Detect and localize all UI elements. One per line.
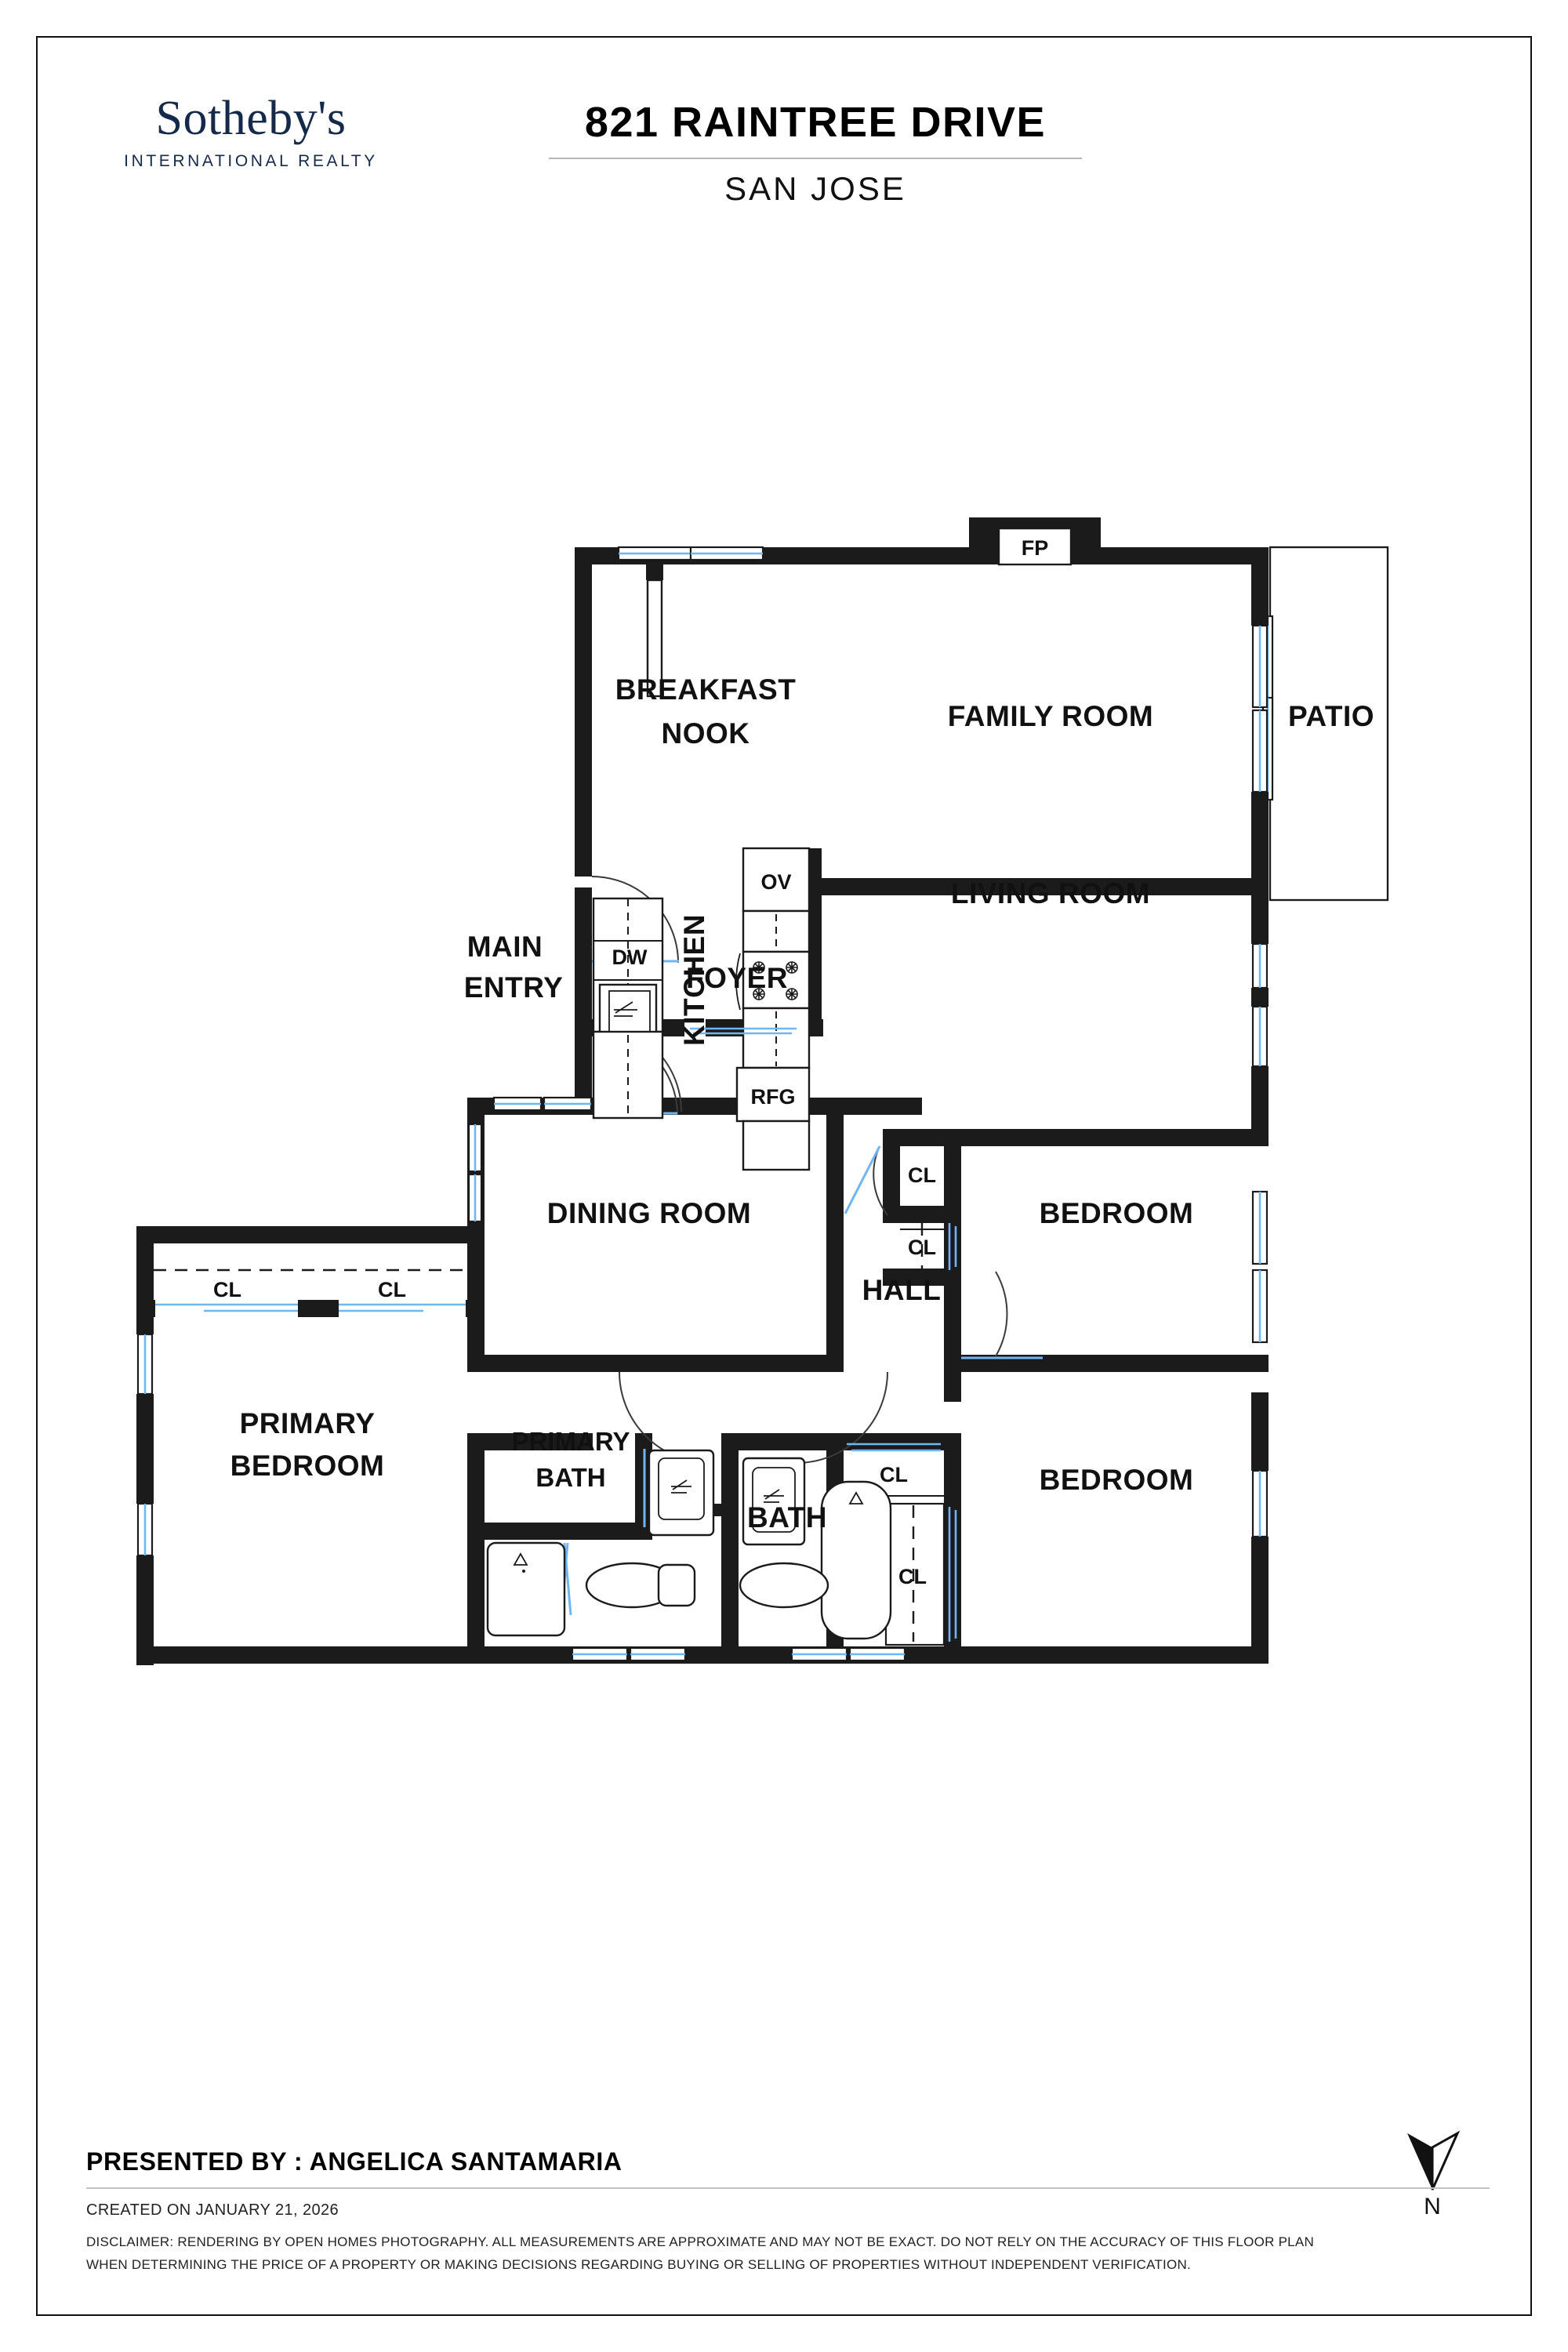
kitchen-cabinets-left: DW <box>592 897 664 1120</box>
closet-bath-upper-label: CL <box>880 1463 908 1486</box>
kitchen-cabinets-right: OV RFG <box>735 847 811 1171</box>
refrigerator-label: RFG <box>751 1085 796 1109</box>
label-main-entry-2: ENTRY <box>464 971 564 1004</box>
door-bedroom-upper <box>961 1271 1043 1359</box>
compass: N <box>1389 2129 1475 2220</box>
title-block: 821 RAINTREE DRIVE SAN JOSE <box>525 100 1105 208</box>
label-bath: BATH <box>747 1501 827 1534</box>
label-living-room: LIVING ROOM <box>951 877 1150 909</box>
label-primary-bath: PRIMARY <box>512 1427 630 1456</box>
disclaimer-line-1: DISCLAIMER: RENDERING BY OPEN HOMES PHOT… <box>86 2234 1314 2249</box>
closet-hall-lower-label: CL <box>908 1236 936 1259</box>
label-breakfast-nook-2: NOOK <box>662 717 750 750</box>
window-living-right <box>1251 624 1269 1068</box>
label-breakfast-nook: BREAKFAST <box>615 673 797 706</box>
window-kitchen-pass <box>690 1027 797 1035</box>
page-subtitle: SAN JOSE <box>724 169 906 207</box>
footer-divider <box>86 2187 1490 2189</box>
header: Sotheby's INTERNATIONAL REALTY 821 RAINT… <box>86 94 1490 235</box>
created-on: CREATED ON JANUARY 21, 2026 <box>86 2201 339 2219</box>
door-hall-closet <box>844 1145 888 1216</box>
window-bottom-wall <box>571 1646 906 1662</box>
door-dining-hall <box>619 1371 711 1464</box>
closet-hall: CL CL <box>900 1163 957 1270</box>
window-primary-left <box>136 1333 154 1557</box>
label-bedroom-lower: BEDROOM <box>1040 1464 1194 1496</box>
footer: PRESENTED BY : ANGELICA SANTAMARIA CREAT… <box>86 2147 1490 2278</box>
label-primary-bedroom-2: BEDROOM <box>230 1450 385 1482</box>
label-bedroom-upper: BEDROOM <box>1040 1197 1194 1229</box>
dishwasher-label: DW <box>612 946 648 969</box>
window-dining <box>467 1096 593 1223</box>
closet-bath-lower-label: CL <box>898 1565 927 1588</box>
page-title: 821 RAINTREE DRIVE <box>584 99 1047 146</box>
primary-bath-fixtures <box>486 1449 715 1637</box>
label-family-room: FAMILY ROOM <box>948 700 1153 732</box>
compass-label: N <box>1424 2194 1441 2220</box>
label-kitchen: KITCHEN <box>678 914 710 1046</box>
oven-label: OV <box>760 870 791 894</box>
title-divider <box>549 157 1082 159</box>
brand-name: Sotheby's <box>155 92 347 145</box>
brand-subtitle: INTERNATIONAL REALTY <box>124 152 378 170</box>
closet-hall-upper-label: CL <box>908 1163 936 1187</box>
closet-primary: CL CL <box>138 1269 483 1317</box>
page-border <box>36 36 1532 2316</box>
closet-primary-left-label: CL <box>213 1278 241 1301</box>
closet-bath: CL CL <box>844 1443 957 1646</box>
label-foyer: FOYER <box>686 962 788 994</box>
bath-fixtures <box>739 1457 892 1640</box>
label-main-entry: MAIN <box>467 931 543 963</box>
sothebys-logo: Sotheby's INTERNATIONAL REALTY <box>86 94 416 171</box>
label-hall: HALL <box>862 1274 942 1306</box>
label-patio: PATIO <box>1288 700 1374 732</box>
label-dining-room: DINING ROOM <box>547 1197 751 1229</box>
window-bedroom-right <box>1251 1190 1269 1538</box>
window-breakfast-nook <box>617 546 764 561</box>
fireplace-label: FP <box>1022 536 1049 560</box>
closet-primary-right-label: CL <box>378 1278 406 1301</box>
floorplan-drawing: FP <box>0 439 1568 1913</box>
presented-by: PRESENTED BY : ANGELICA SANTAMARIA <box>86 2147 622 2176</box>
door-bath <box>796 1371 888 1464</box>
disclaimer-line-2: WHEN DETERMINING THE PRICE OF A PROPERTY… <box>86 2257 1191 2273</box>
label-primary-bedroom: PRIMARY <box>240 1407 376 1439</box>
label-primary-bath-2: BATH <box>535 1463 605 1492</box>
north-arrow-icon <box>1407 2130 1461 2190</box>
